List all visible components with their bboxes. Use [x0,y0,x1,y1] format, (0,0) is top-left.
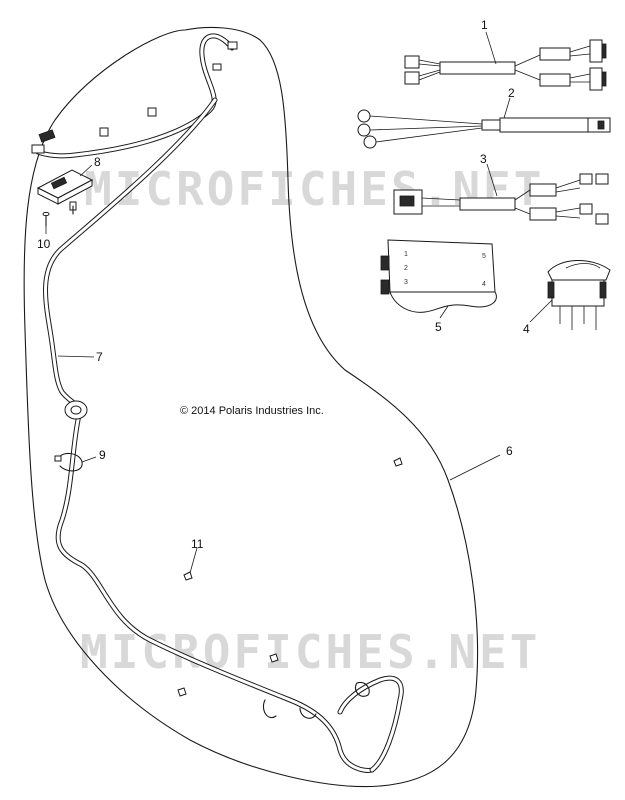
copyright-notice: © 2014 Polaris Industries Inc. [180,405,324,417]
module-pin-5: 5 [482,253,486,260]
module-pin-3: 3 [404,279,408,286]
part-8-module [36,169,94,211]
callout-8: 8 [94,155,101,169]
callout-3: 3 [480,152,487,166]
callout-7: 7 [96,350,103,364]
callout-2: 2 [508,86,515,100]
part-1-harness [404,39,607,91]
leader-lines [45,31,553,574]
module-pin-4: 4 [482,281,486,288]
callout-4: 4 [523,322,530,336]
callout-6: 6 [506,444,513,458]
main-harness [35,33,404,773]
callout-1: 1 [481,18,488,32]
module-pin-2: 2 [404,265,408,272]
part-11-clips [177,457,403,697]
module-pin-1: 1 [404,251,408,258]
part-3-harness [393,173,609,225]
callout-10: 10 [37,237,51,251]
part-10-screws [42,205,74,227]
part-4-switch [547,259,611,330]
bag-outline [23,26,479,788]
harness-connector [31,129,56,154]
callout-5: 5 [435,320,442,334]
part-2-cable [357,109,611,149]
part-5-module: 1 2 3 4 5 [380,239,497,313]
watermark-bottom: MICROFICHES.NET [80,625,540,679]
callout-9: 9 [99,448,106,462]
callout-11: 11 [191,537,204,551]
part-9-cable-tie [54,452,83,472]
